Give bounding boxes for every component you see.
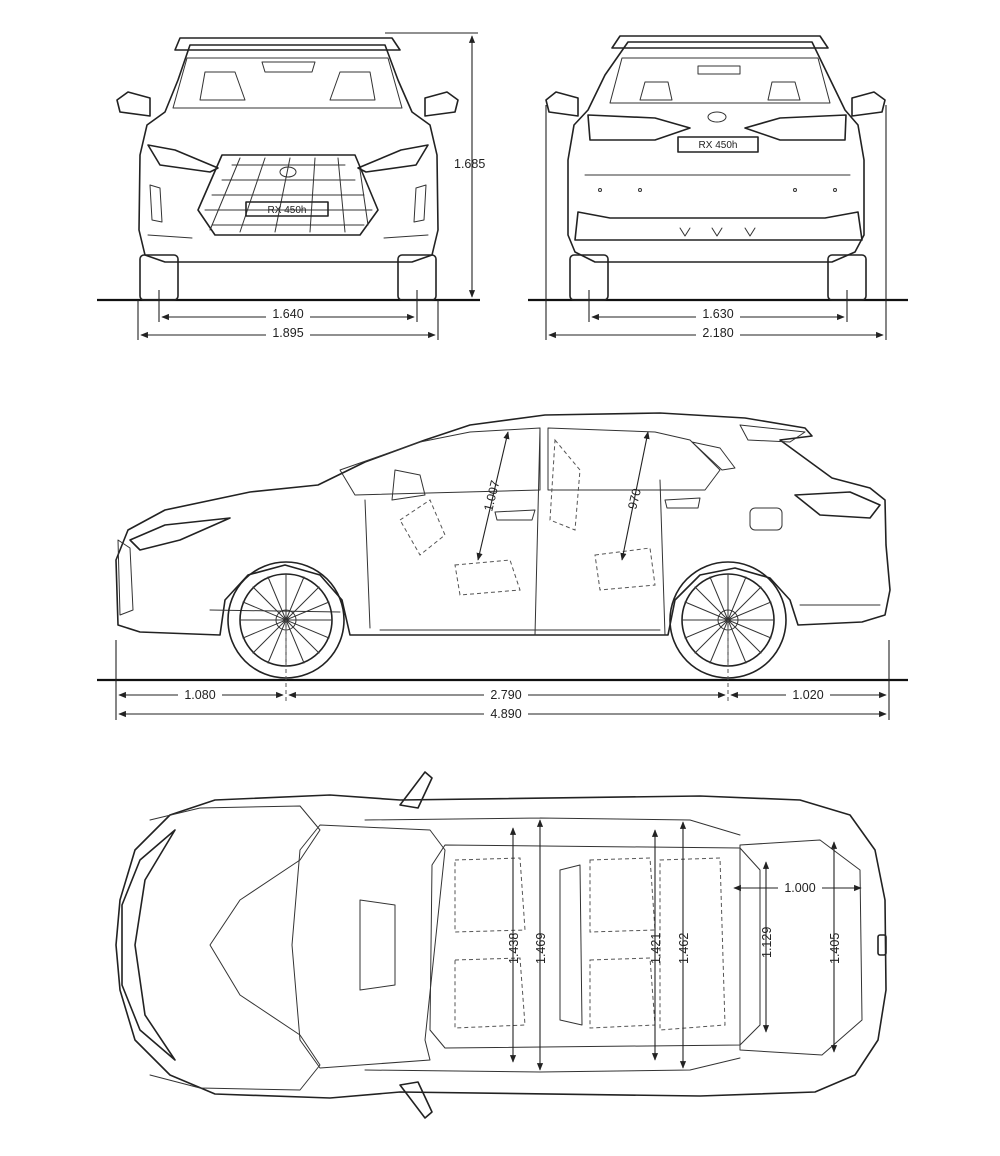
front-hip-label: 1.469 — [534, 933, 548, 964]
front-right-headlight — [357, 144, 429, 173]
rear-spoiler — [739, 424, 806, 443]
rear-overhang-label: 1.020 — [792, 688, 823, 702]
cargo-area — [739, 839, 863, 1056]
rear-plate-text: RX 450h — [699, 140, 738, 151]
rear-width-label: 2.180 — [702, 326, 733, 340]
side-grille — [117, 539, 134, 616]
front-headroom-dimension — [476, 431, 510, 561]
front-left-headlight — [147, 144, 219, 173]
front-overhang-label: 1.080 — [184, 688, 215, 702]
rear-headroom-label: 970 — [625, 487, 644, 511]
front-headroom-label: 1.007 — [481, 479, 502, 513]
rear-license-plate — [677, 136, 759, 153]
front-license-plate — [245, 201, 329, 217]
rear-view: RX 450h 1.630 2.180 — [528, 35, 908, 340]
rear-track-label: 1.630 — [702, 307, 733, 321]
cargo-length-label: 1.000 — [784, 881, 815, 895]
rear-shoulder-label: 1.421 — [649, 933, 663, 964]
length-label: 4.890 — [490, 707, 521, 721]
front-plate-text: RX 450h — [268, 205, 307, 216]
side-rear-window — [547, 427, 721, 491]
wheelbase-label: 2.790 — [490, 688, 521, 702]
cargo-width-label: 1.405 — [828, 933, 842, 964]
rear-headroom-dimension — [620, 431, 650, 561]
front-windshield — [172, 57, 403, 109]
front-width-label: 1.895 — [272, 326, 303, 340]
rear-left-mirror — [545, 91, 579, 117]
front-car-body: RX 450h — [116, 37, 459, 301]
rear-window — [609, 57, 831, 104]
rear-left-taillight — [587, 114, 691, 141]
rear-car-body: RX 450h — [545, 35, 886, 301]
rear-right-taillight — [744, 114, 847, 141]
side-headlight — [129, 517, 231, 551]
windshield-top — [291, 824, 446, 1069]
side-view: 1.007 970 1.080 2.790 1.020 4.890 — [97, 412, 908, 721]
front-right-mirror — [424, 91, 459, 117]
spindle-grille — [197, 154, 379, 236]
cargo-arch-width-label: 1.129 — [760, 927, 774, 958]
top-car-body — [115, 771, 887, 1119]
rear-bumper — [574, 211, 863, 241]
panoramic-roof — [429, 844, 761, 1049]
front-shoulder-label: 1.438 — [507, 933, 521, 964]
side-taillight — [794, 491, 881, 519]
rear-right-mirror — [851, 91, 886, 117]
top-grille — [121, 829, 176, 1061]
front-left-mirror — [116, 91, 151, 117]
front-height-label: 1.685 — [454, 157, 485, 171]
side-front-window — [339, 427, 541, 496]
top-right-mirror — [399, 1081, 433, 1119]
front-view: RX 450h 1.685 1.640 1.895 — [97, 32, 485, 340]
side-mirror — [391, 469, 426, 501]
rear-hip-label: 1.462 — [677, 933, 691, 964]
top-view: 1.438 1.469 1.421 1.462 1.000 1.129 1.40… — [115, 771, 887, 1119]
front-track-label: 1.640 — [272, 307, 303, 321]
top-left-mirror — [399, 771, 433, 809]
